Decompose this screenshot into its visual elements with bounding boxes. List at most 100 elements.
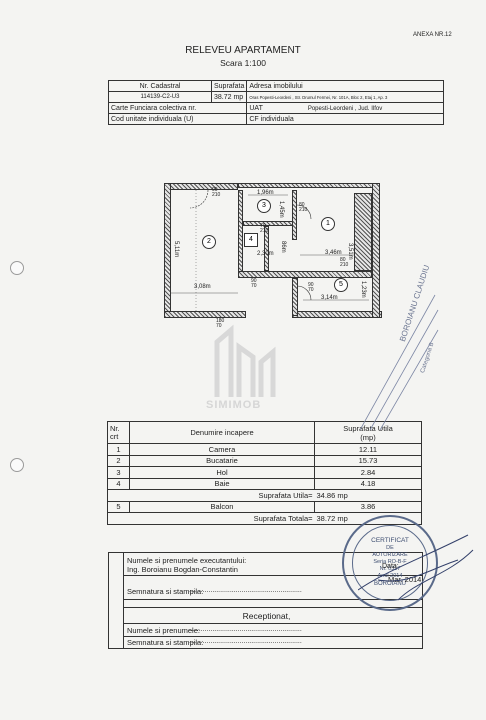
cadastre-nr: 114139-C2-U3 [108,91,212,103]
cod-unitate-label: Cod unitate individuala (U) [107,113,248,125]
row-name: Baie [129,477,315,490]
cadastre-header-nr: Nr. Cadastral [108,80,212,92]
watermark-logo [214,324,276,397]
wall-middle [238,271,372,278]
useful-area-value: 34.86 mp [314,489,422,502]
wall-bottom-left [164,311,246,318]
row-name: Hol [129,466,315,479]
executor-label: Numele si prenumele executantului: [127,556,247,565]
row-name: Balcon [129,500,315,513]
dimension-label: 3,08m [194,284,211,290]
received-sign-label: Semnatura si stampila: [127,638,204,647]
executor-sign-label: Semnatura si stampila: [127,587,204,596]
rooms-header-name: Denumire incapere [129,421,315,444]
floor-plan: 2 1 3 4 5 1,96m 1,45m 5,11m 3,08m 2,30m … [164,183,382,329]
annex-label: ANEXA NR.12 [413,32,452,38]
dimension-label: 1,23m [360,281,366,298]
wall-pillar [354,193,372,271]
door-label: 90 70 [251,278,257,289]
received-name-label: Numele si prenumele: [127,626,200,635]
dimension-label: 1,45m [278,201,284,218]
stamp-text: Seria RO-B-F [373,559,407,565]
table-row: 4 Baie 4.18 [107,477,422,490]
divider [123,575,423,576]
divider [123,636,423,637]
useful-area-label: Suprafata Utila= [107,489,315,502]
dimension-label: 1,96m [257,190,274,196]
signature-dots: ........................................… [189,587,302,594]
door-label: 90 70 [308,282,314,293]
table-row: 3 Hol 2.84 [107,466,422,479]
signature-scribble [358,534,474,601]
uat-value: Popesti-Leordeni , Jud. Ilfov [307,105,383,112]
door-label: 70 210 [260,223,269,234]
divider [123,599,423,600]
table-row: 1 Camera 12.11 [107,443,422,456]
cadastre-area: 38.72 mp [210,91,248,103]
door-label: 80 210 [340,257,349,268]
executor-name: Ing. Boroianu Bogdan-Constantin [127,565,238,574]
cadastre-header-area: Suprafata [210,80,248,92]
cf-individuala-label: CF individuala [246,113,444,125]
room-number: 5 [334,278,348,292]
row-nr: 2 [107,454,130,467]
binder-hole-top [10,261,24,275]
watermark-text: SIMIMOB [206,399,262,411]
door-label: 80 210 [299,202,308,213]
plan-lines [171,189,369,311]
divider [123,623,423,624]
stamp-text: Anul 2014 [377,573,403,579]
row-nr: 1 [107,443,130,456]
signature-dots: ........................................… [189,638,302,645]
row-nr: 3 [107,466,130,479]
table-row: 2 Bucatarie 15.73 [107,454,422,467]
divider [123,607,423,608]
dimension-label: 5,11m [173,241,179,258]
stamp-text: DE [386,545,394,551]
dimension-label: 3,51m [347,243,353,260]
cadastre-address: Oras Popesti-Leordeni , Str. Drumul Ferm… [246,91,444,103]
row-area: 2.84 [314,466,422,479]
row-nr: 5 [107,500,130,513]
scale-label: Scara 1:100 [220,58,266,68]
wall-right [372,183,380,318]
dimension-label: 86m [280,241,286,253]
binder-hole-bottom [10,458,24,472]
stamp-text: BOROIANU [373,581,406,587]
rooms-table: Nr. crt Denumire incapere Suprafata Util… [107,421,422,525]
room-number: 2 [202,235,216,249]
uat-label: UAT [249,104,263,112]
row-name: Camera [129,443,315,456]
stamp-text: CERTIFICAT [371,537,409,544]
cadastre-header-address: Adresa imobilului [246,80,444,92]
received-label: Receptionat, [242,611,291,621]
room-number: 3 [257,199,271,213]
date-label: Data: [382,563,399,570]
total-area-label: Suprafata Totala= [107,512,315,525]
dimension-label: 2,30m [257,251,274,257]
wall-room-left [292,190,297,240]
side-stamp-rays [359,294,439,431]
dimension-label: 3,46m [325,250,342,256]
door-label: 180 70 [216,318,225,329]
stamp-text: Nr. 0317 [379,566,401,572]
room-number: 4 [244,233,258,247]
executor-inner [123,553,423,648]
uat-cell: UAT Popesti-Leordeni , Jud. Ilfov [246,102,444,114]
room-number: 1 [321,217,335,231]
wall-balcony-left [292,278,298,316]
row-nr: 4 [107,477,130,490]
dimension-label: 3,14m [321,295,338,301]
rooms-header-area: Suprafata Utila (mp) [314,421,422,444]
wall-bath [264,226,269,271]
executor-box: Numele si prenumele executantului: Ing. … [108,552,423,649]
door-label: 90 210 [212,187,221,198]
signature-dots: ........................................… [189,626,302,633]
rooms-header-nr: Nr. crt [107,421,130,444]
row-area: 3.86 [314,500,422,513]
authorization-stamp: CERTIFICAT DE AUTORIZARE Seria RO-B-F Nr… [342,515,438,611]
cadastre-table: Nr. Cadastral Suprafata Adresa imobilulu… [107,80,444,125]
row-area: 15.73 [314,454,422,467]
row-name: Bucatarie [129,454,315,467]
